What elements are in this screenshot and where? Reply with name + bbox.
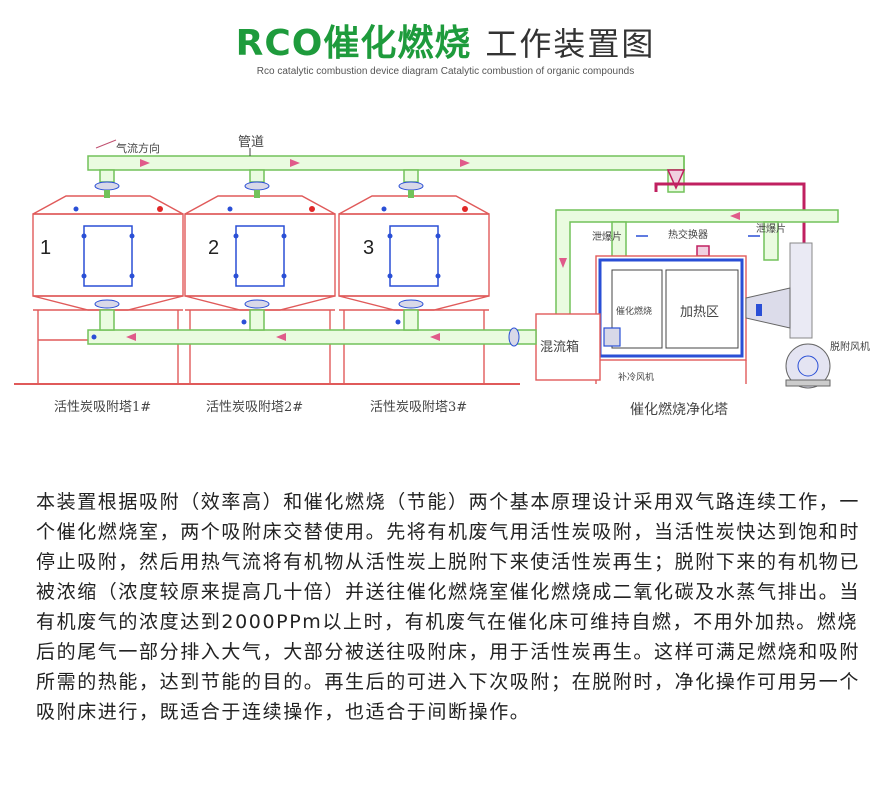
mixing-box-label: 混流箱	[540, 339, 579, 355]
heat-exchanger-label: 热交换器	[668, 228, 708, 241]
bottom-valves	[91, 299, 520, 347]
title-rest: 工作装置图	[485, 25, 656, 63]
rco-device-diagram: 1 2 3	[14, 135, 870, 418]
explosion-vent-left-label: 泄爆片	[592, 230, 622, 243]
tower-top-valves	[73, 181, 468, 212]
pipe-label: 管道	[238, 135, 264, 150]
subtitle: Rco catalytic combustion device diagram …	[256, 66, 635, 77]
airflow-label: 气流方向	[116, 141, 160, 155]
tower-caption-1: 活性炭吸附塔1#	[54, 400, 151, 415]
catalytic-chamber	[595, 255, 747, 384]
tower-caption-2: 活性炭吸附塔2#	[206, 400, 303, 415]
cooling-fan-label: 补冷风机	[618, 371, 654, 383]
title-main: RCO催化燃烧	[235, 23, 472, 64]
adsorption-tower-1	[32, 195, 184, 384]
page-title: RCO催化燃烧工作装置图	[0, 14, 891, 66]
mixing-box	[535, 313, 621, 381]
green-pipe-arrows	[559, 212, 740, 268]
desorption-fan	[745, 242, 831, 389]
bottom-pipe-arrows	[126, 333, 440, 341]
top-pipe-arrows	[140, 159, 470, 167]
tower-door-3	[387, 225, 441, 287]
catalytic-chamber-label: 催化燃烧	[616, 305, 652, 317]
adsorption-tower-2	[184, 195, 336, 384]
tower-caption-3: 活性炭吸附塔3#	[370, 400, 467, 415]
top-pipe	[87, 155, 685, 183]
catalytic-tower-caption: 催化燃烧净化塔	[630, 401, 728, 418]
adsorption-tower-3	[338, 195, 490, 384]
description-paragraph: 本装置根据吸附（效率高）和催化燃烧（节能）两个基本原理设计采用双气路连续工作，一…	[36, 491, 861, 723]
tower-number-3: 3	[363, 237, 374, 259]
heating-zone-label: 加热区	[680, 305, 719, 320]
desorption-fan-label: 脱附风机	[830, 340, 870, 353]
tower-number-1: 1	[40, 237, 51, 259]
explosion-vent-right-label: 泄爆片	[756, 222, 786, 235]
tower-number-2: 2	[208, 237, 219, 259]
tower-door-1	[81, 225, 135, 287]
bottom-pipe	[87, 309, 537, 345]
tower-door-2	[233, 225, 287, 287]
airflow-arrow	[95, 139, 117, 149]
